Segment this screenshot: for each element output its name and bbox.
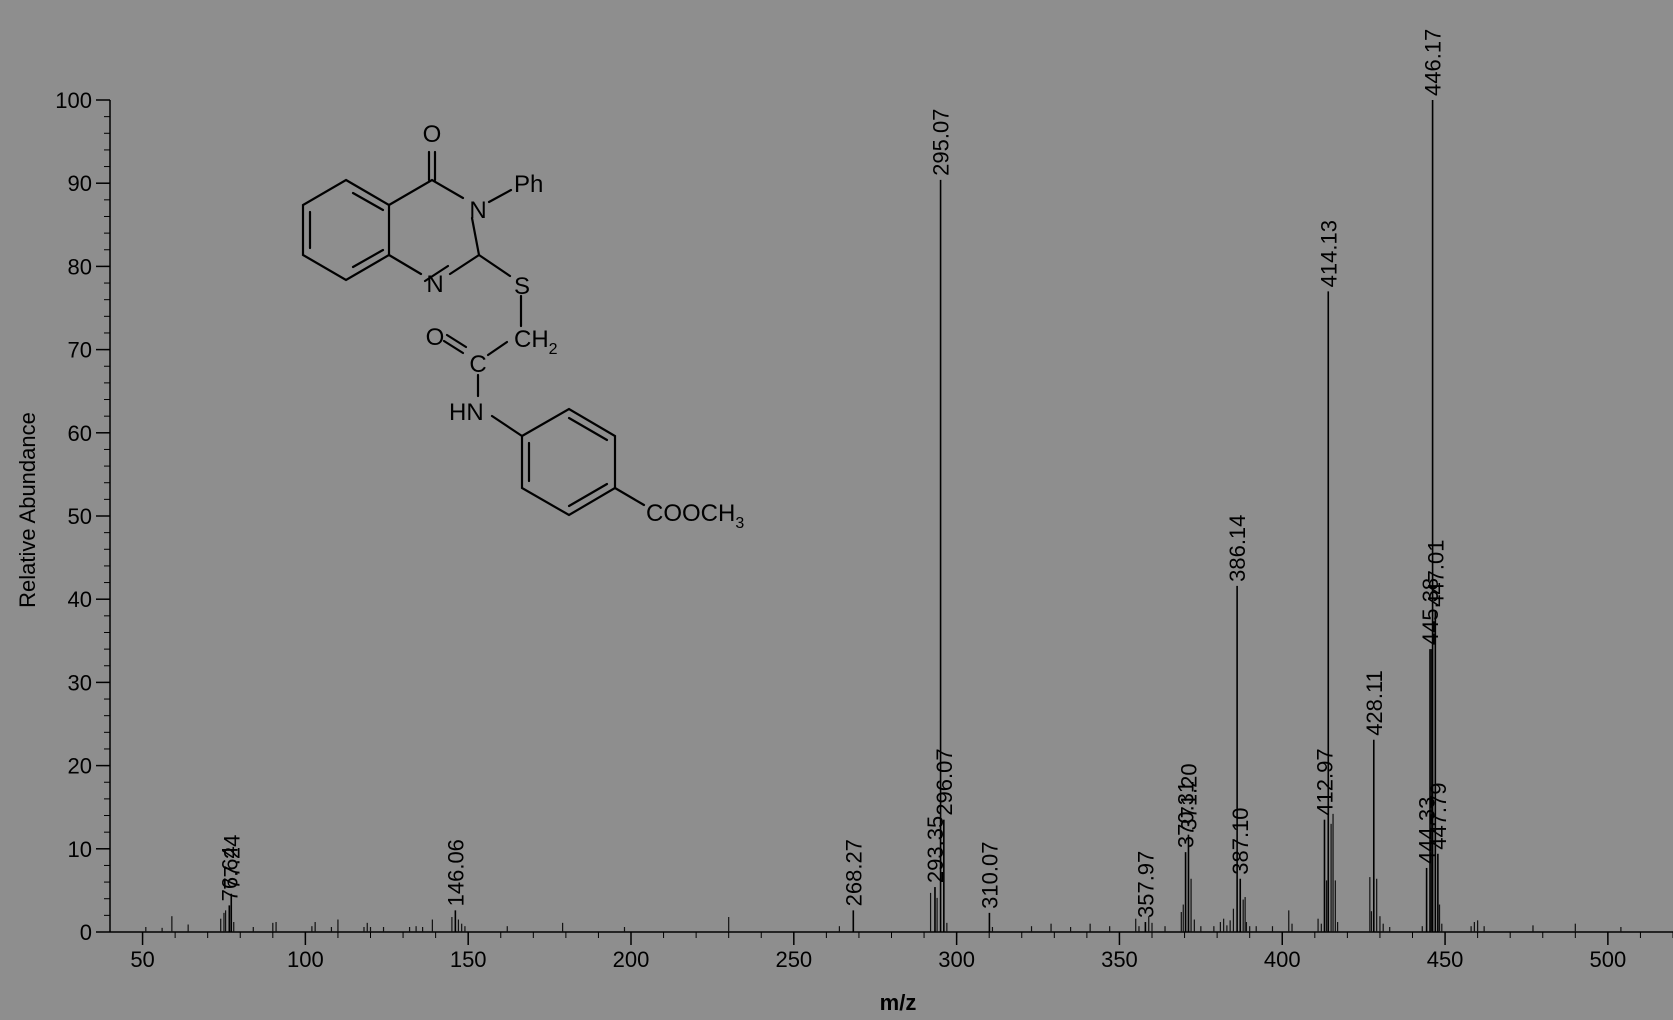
x-tick-label: 300 [938, 947, 975, 972]
nh-ring-bond [490, 414, 524, 438]
peak-label: 371.20 [1176, 763, 1201, 830]
ring-ester-bond [613, 486, 646, 507]
pyrimidinone-ring-bonds [387, 178, 481, 276]
y-tick-label: 90 [68, 171, 92, 196]
peak-label: 357.97 [1133, 851, 1158, 918]
peak-label: 414.13 [1316, 220, 1341, 287]
y-tick-label: 0 [80, 920, 92, 945]
molecule-structure [301, 150, 646, 517]
carbonyl-bond-top [427, 150, 437, 182]
atom-o-top: O [423, 121, 442, 148]
peak-label: 293.35 [923, 816, 948, 883]
y-tick-label: 20 [68, 754, 92, 779]
atom-n1: N [426, 271, 443, 298]
x-tick-label: 350 [1101, 947, 1138, 972]
peak-label: 370.31 [1174, 781, 1199, 848]
y-tick-label: 50 [68, 504, 92, 529]
y-tick-label: 40 [68, 587, 92, 612]
peak-label: 447.79 [1426, 782, 1451, 849]
x-tick-label: 100 [287, 947, 324, 972]
c2-s-bond [477, 253, 512, 278]
y-tick-label: 80 [68, 254, 92, 279]
peak-label: 447.01 [1423, 540, 1448, 607]
peak-label: 387.10 [1228, 807, 1253, 874]
x-axis-title: m/z [880, 990, 917, 1015]
atom-ch2-subscript: 2 [549, 341, 558, 358]
y-tick-label: 100 [55, 88, 92, 113]
atom-ch2-main: CH [514, 326, 549, 353]
n-ph-bond [487, 188, 513, 204]
phenyl-ring-inner-bonds [527, 416, 609, 508]
atom-hn: HN [449, 399, 484, 426]
ch2-c-bond [486, 340, 509, 357]
x-axis: 50 100 150 200 250 300 350 400 450 500 [110, 931, 1673, 972]
y-axis-title: Relative Abundance [15, 412, 40, 608]
peak-label: 268.27 [841, 839, 866, 906]
x-tick-label: 200 [613, 947, 650, 972]
peak-label: 412.97 [1312, 748, 1337, 815]
peak-label: 77.24 [219, 835, 244, 890]
atom-ch2: CH2 [514, 326, 558, 358]
x-tick-label: 150 [450, 947, 487, 972]
atom-c-amide: C [469, 351, 486, 378]
peak-label: 76.64 [217, 846, 242, 901]
x-tick-label: 400 [1264, 947, 1301, 972]
atom-n3: N [469, 197, 486, 224]
c2-n1-double-bond [423, 264, 450, 283]
benzo-ring-inner-bonds [308, 191, 385, 269]
peak-label: 428.11 [1362, 670, 1387, 736]
peak-label: 386.14 [1225, 515, 1250, 582]
x-tick-label: 500 [1590, 947, 1627, 972]
peak-label: 146.06 [443, 839, 468, 906]
peak-label: 310.07 [977, 842, 1002, 909]
atom-cooch3-subscript: 3 [735, 515, 744, 532]
y-tick-label: 10 [68, 837, 92, 862]
y-tick-label: 70 [68, 338, 92, 363]
benzo-ring-bonds [301, 178, 391, 282]
molecule-labels: O N Ph N S CH2 O C HN COOCH3 [423, 121, 745, 532]
y-tick-label: 30 [68, 670, 92, 695]
x-tick-label: 450 [1427, 947, 1464, 972]
peak-label: 444.33 [1415, 797, 1440, 864]
atom-s: S [514, 273, 530, 300]
peak-label: 295.07 [929, 109, 954, 176]
peak-label: 446.17 [1421, 29, 1446, 96]
atom-ph: Ph [514, 171, 543, 198]
atom-o-amide: O [426, 324, 445, 351]
x-tick-label: 50 [130, 947, 154, 972]
phenyl-ring-bonds [520, 407, 617, 517]
atom-cooch3: COOCH3 [646, 500, 744, 532]
peaks [145, 100, 1622, 932]
peak-label: 445.38 [1418, 578, 1443, 645]
y-tick-label: 60 [68, 421, 92, 446]
y-axis: 0 10 20 30 40 50 60 70 80 90 100 [55, 88, 111, 945]
x-tick-label: 250 [775, 947, 812, 972]
amide-carbonyl-bond [442, 333, 468, 355]
atom-cooch3-main: COOCH [646, 500, 735, 527]
peak-label: 296.07 [932, 748, 957, 815]
